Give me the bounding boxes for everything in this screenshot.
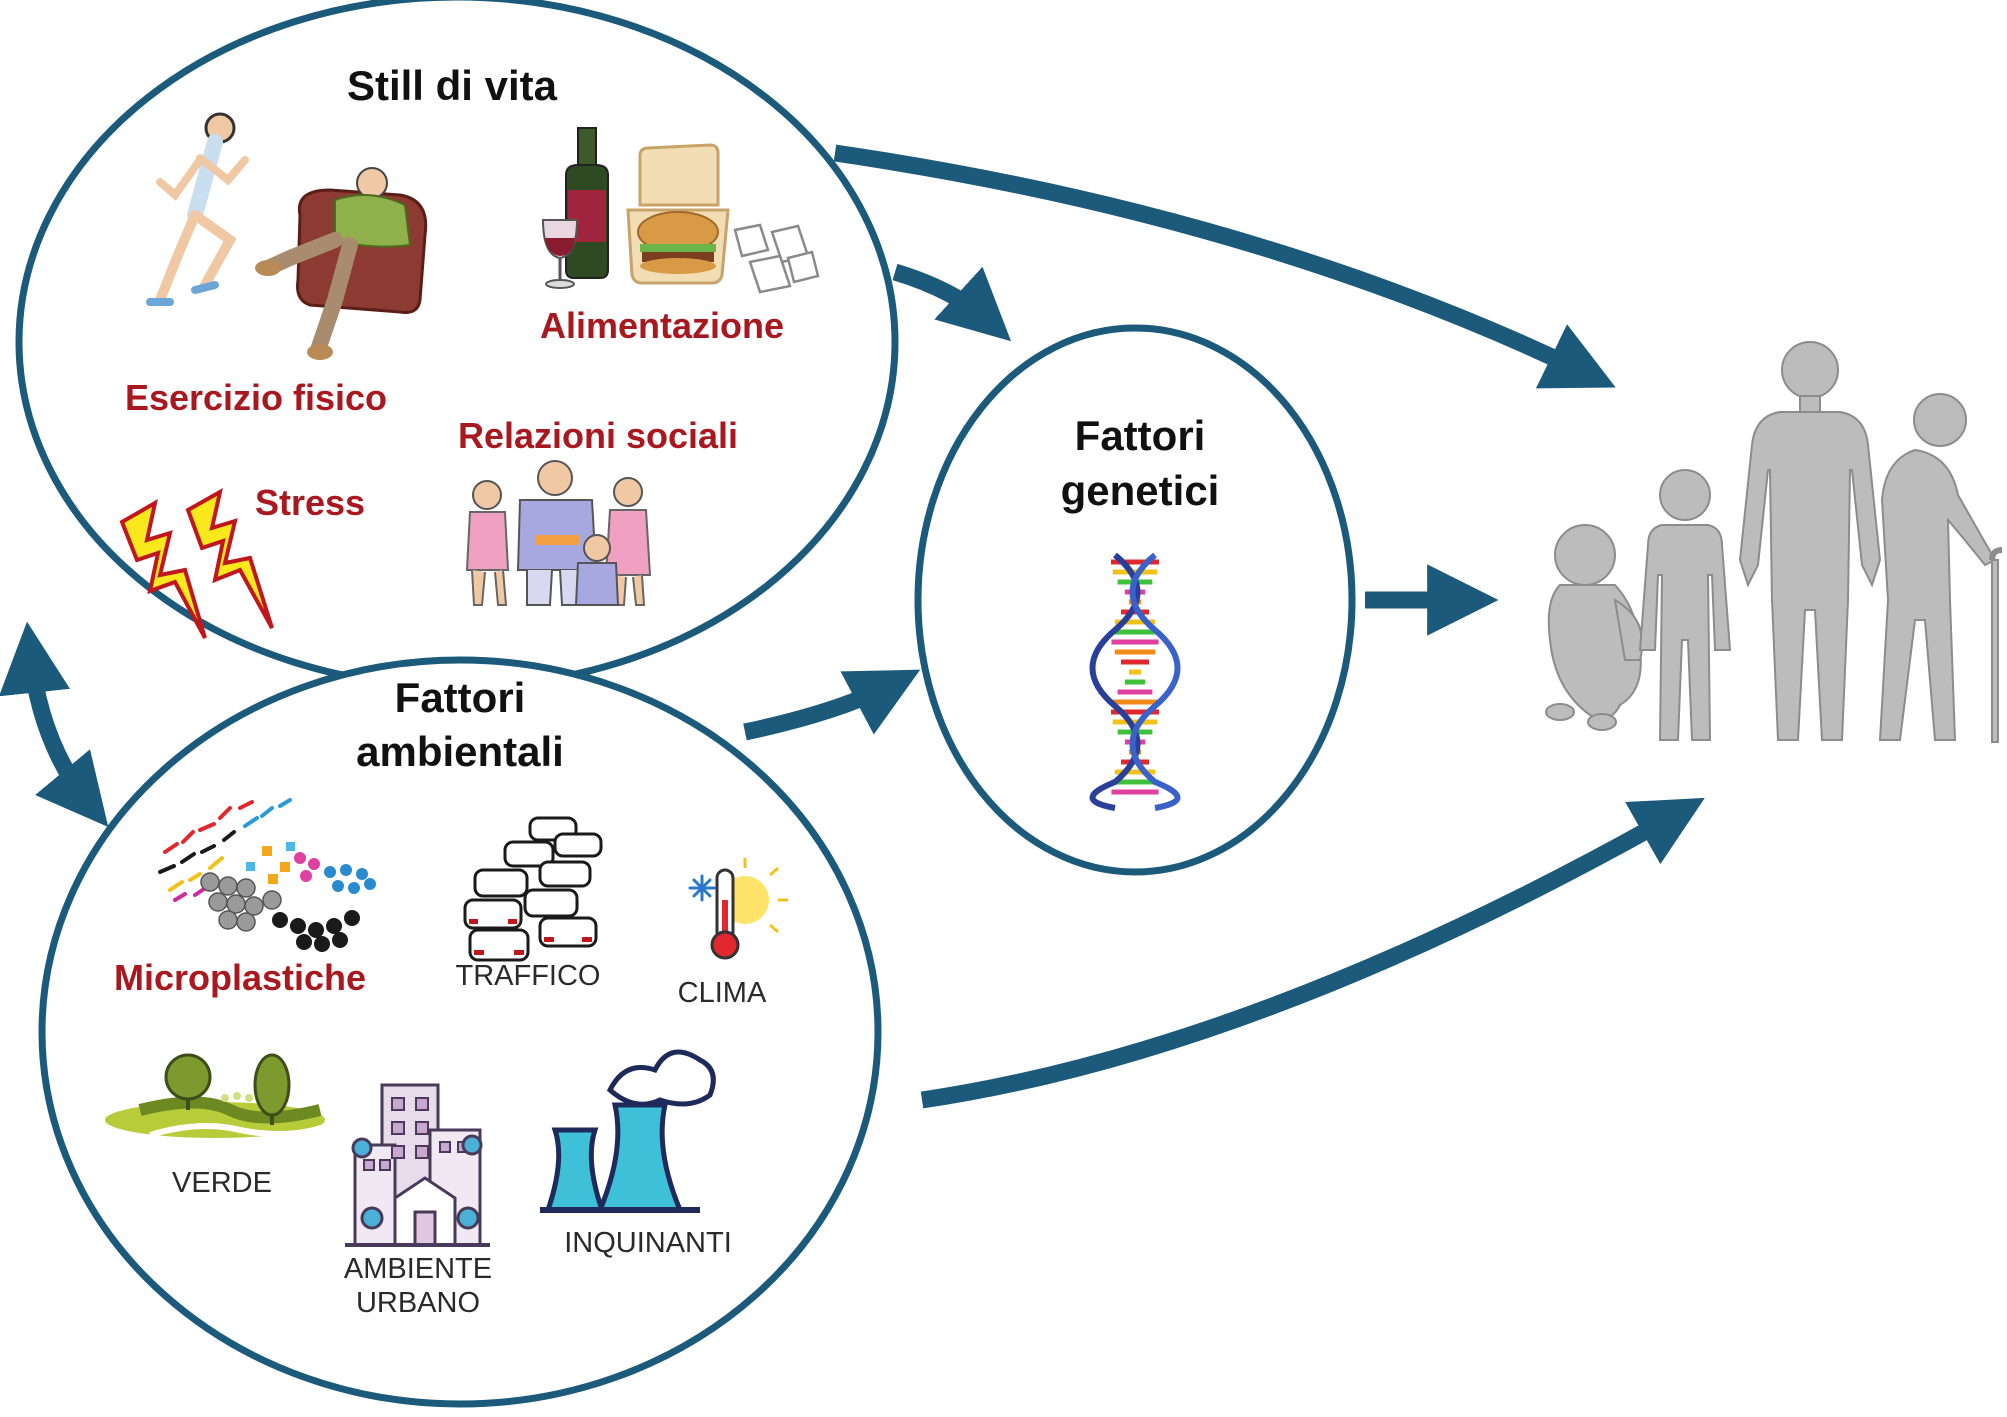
thermometer-icon [688,858,788,960]
diet-label: Alimentazione [540,305,784,346]
dna-icon [1089,552,1181,811]
environment-title-line1: Fattori [395,674,526,721]
social-label: Relazioni sociali [458,415,738,456]
factory-icon [540,1049,716,1213]
arrow-environment-to-genetics [743,669,921,741]
sugar-cubes-icon [733,223,820,294]
armchair-man-icon [255,167,428,360]
genetics-title-line1: Fattori [1075,412,1206,459]
genetics-title-line2: genetici [1061,467,1220,514]
arrow-environment-to-lifespan [920,797,1705,1109]
traffic-jam-icon [463,816,603,962]
runner-icon [146,112,249,306]
pollutants-label: INQUINANTI [564,1227,732,1259]
lightning-icon [119,488,274,639]
child-silhouette [1638,469,1732,741]
urban-label-line1: AMBIENTE [344,1253,492,1285]
wine-icon [541,127,609,289]
human-lifespan-icon [1545,341,2003,743]
traffic-label: TRAFFICO [456,960,601,992]
family-icon [465,460,652,606]
genetics-group: Fattori genetici [914,324,1356,876]
lifestyle-group: Still di vita Esercizio fisico Alimentaz… [15,0,899,691]
climate-label: CLIMA [678,977,767,1009]
buildings-icon [345,1083,490,1247]
arrow-lifestyle-environment-bidirectional [0,621,109,827]
urban-label-line2: URBANO [356,1287,480,1319]
burger-box-icon [626,143,730,285]
green-label: VERDE [172,1167,272,1199]
environment-group: Fattori ambientali Microplastiche TRAFFI… [38,656,882,1408]
toddler-silhouette [1545,524,1644,731]
adult-silhouette [1738,341,1882,741]
arrows [0,144,1705,1109]
lifestyle-title: Still di vita [347,62,558,109]
park-icon [105,1053,332,1138]
microplastics-label: Microplastiche [114,957,366,998]
arrow-lifestyle-to-lifespan [833,144,1616,389]
microplastics-icon [158,798,376,952]
arrow-lifestyle-to-genetics [892,263,1012,342]
exercise-label: Esercizio fisico [125,377,387,418]
environment-circle [38,656,882,1408]
elderly-silhouette [1878,393,2003,743]
stress-label: Stress [255,482,365,523]
environment-title-line2: ambientali [356,728,564,775]
